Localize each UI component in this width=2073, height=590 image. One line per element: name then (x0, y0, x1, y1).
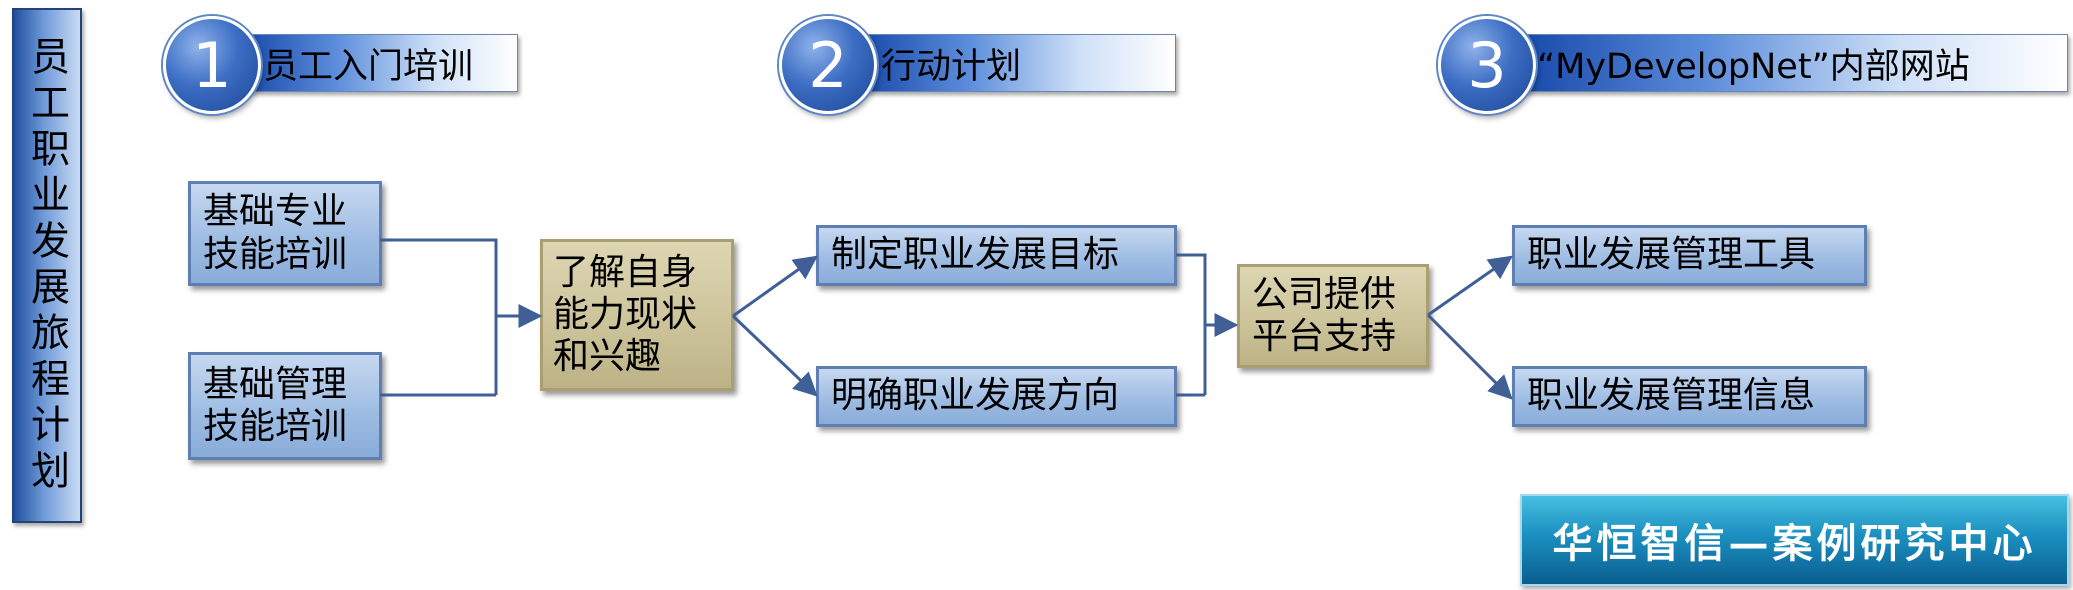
connector-basic-pro (380, 238, 498, 395)
box-career-mgmt-tools: 职业发展管理工具 (1512, 225, 1867, 286)
brand-banner-text: 华恒智信—案例研究中心 (1552, 520, 2037, 567)
arrow-to-clarify-direction (731, 314, 818, 397)
step-3-number-badge: 3 (1438, 16, 1536, 114)
box-self-understanding-text: 了解自身能力现状和兴趣 (553, 251, 698, 378)
connector-set-goal (1176, 253, 1207, 395)
box-basic-pro-skills: 基础专业技能培训 (188, 181, 382, 286)
box-basic-pro-skills-text: 基础专业技能培训 (203, 191, 348, 275)
box-set-career-goal: 制定职业发展目标 (816, 225, 1177, 286)
box-clarify-career-direction-text: 明确职业发展方向 (831, 375, 1120, 417)
arrow-to-mgmt-info (1426, 313, 1513, 400)
arrow-to-mgmt-tools (1427, 255, 1513, 317)
brand-banner: 华恒智信—案例研究中心 (1520, 494, 2069, 586)
box-company-platform-support-text: 公司提供平台支持 (1252, 273, 1397, 357)
box-career-mgmt-info-text: 职业发展管理信息 (1527, 375, 1816, 417)
box-basic-mgmt-skills: 基础管理技能培训 (188, 352, 382, 460)
arrow-to-set-goal (732, 255, 818, 318)
box-career-mgmt-tools-text: 职业发展管理工具 (1527, 234, 1816, 276)
box-self-understanding: 了解自身能力现状和兴趣 (540, 239, 734, 391)
step-3-label: “MyDevelopNet”内部网站 (1512, 34, 2068, 92)
step-2-number-badge: 2 (779, 16, 877, 114)
step-1-number-badge: 1 (163, 16, 261, 114)
side-title-banner: 员工职业发展旅程计划 (12, 8, 82, 523)
box-company-platform-support: 公司提供平台支持 (1237, 264, 1429, 368)
box-clarify-career-direction: 明确职业发展方向 (816, 366, 1177, 427)
step-1-label: 员工入门培训 (238, 34, 518, 92)
box-career-mgmt-info: 职业发展管理信息 (1512, 366, 1867, 427)
box-set-career-goal-text: 制定职业发展目标 (831, 234, 1120, 276)
side-title-text: 员工职业发展旅程计划 (24, 35, 70, 496)
box-basic-mgmt-skills-text: 基础管理技能培训 (203, 363, 348, 447)
step-2-label: 行动计划 (856, 34, 1176, 92)
